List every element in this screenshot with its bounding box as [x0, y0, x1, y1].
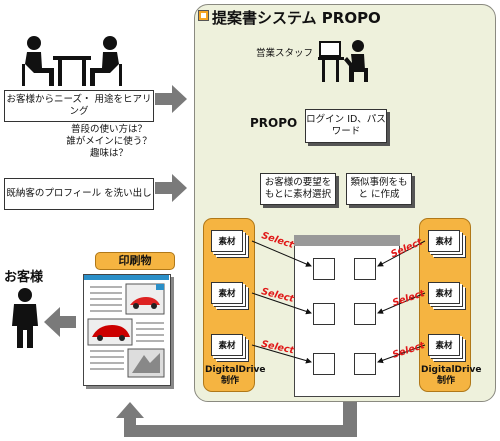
- layout-slot: [354, 258, 376, 280]
- login-text: ログイン ID、パスワード: [306, 114, 386, 137]
- select-line: [251, 292, 312, 315]
- system-title: 提案書システム PROPO: [212, 9, 381, 27]
- material-select-text: お客様の要望を もとに素材選択: [264, 177, 332, 200]
- customer-arrow: [44, 307, 76, 337]
- printed-page-content: [84, 275, 169, 378]
- material-item: 素材: [211, 334, 243, 356]
- printed-document: [83, 274, 171, 386]
- select-line: [377, 344, 426, 364]
- staff-label: 営業スタッフ: [256, 48, 314, 59]
- hearing-arrow: [155, 85, 187, 113]
- layout-slot: [354, 353, 376, 375]
- screen-title-bar: [294, 235, 400, 246]
- select-line: [251, 344, 312, 364]
- similar-case-box: 類似事例をもと に作成: [346, 173, 412, 205]
- customer-person-icon: [12, 288, 38, 348]
- hearing-box: お客様からニーズ・ 用途をヒアリング: [4, 90, 154, 122]
- printed-label: 印刷物: [95, 252, 175, 270]
- customer-label: お客様: [4, 270, 44, 285]
- material-item: 素材: [211, 230, 243, 252]
- propo-label: PROPO: [250, 116, 298, 130]
- producer-label-left: DigitalDrive 制作: [205, 365, 266, 386]
- material-item: 素材: [428, 282, 460, 304]
- layout-slot: [313, 353, 335, 375]
- layout-slot: [354, 303, 376, 325]
- layout-slot: [313, 303, 335, 325]
- material-item: 素材: [211, 282, 243, 304]
- output-loop-arrow: [116, 397, 357, 437]
- staff-at-laptop-icon: [318, 40, 368, 82]
- material-select-box: お客様の要望を もとに素材選択: [260, 173, 336, 205]
- question-text: 誰がメインに使う？: [66, 136, 152, 147]
- login-box: ログイン ID、パスワード: [305, 109, 387, 143]
- similar-case-text: 類似事例をもと に作成: [350, 177, 408, 200]
- select-line: [377, 292, 426, 314]
- select-line: [377, 240, 426, 267]
- producer-label-right: DigitalDrive 制作: [421, 365, 482, 386]
- profile-arrow: [155, 174, 187, 202]
- title-mark-icon: [198, 10, 209, 21]
- meeting-people-icon: [22, 36, 122, 86]
- layout-slot: [313, 258, 335, 280]
- select-line: [251, 240, 312, 267]
- hearing-questions: 普段の使い方は？ 誰がメインに使う？ 趣味は？: [62, 124, 156, 160]
- material-item: 素材: [428, 230, 460, 252]
- profile-box: 既納客のプロフィール を洗い出し: [4, 178, 154, 210]
- material-item: 素材: [428, 334, 460, 356]
- question-text: 普段の使い方は？: [70, 124, 147, 135]
- question-text: 趣味は？: [89, 148, 128, 159]
- hearing-text: お客様からニーズ・ 用途をヒアリング: [6, 94, 152, 117]
- profile-text: 既納客のプロフィール を洗い出し: [6, 188, 152, 199]
